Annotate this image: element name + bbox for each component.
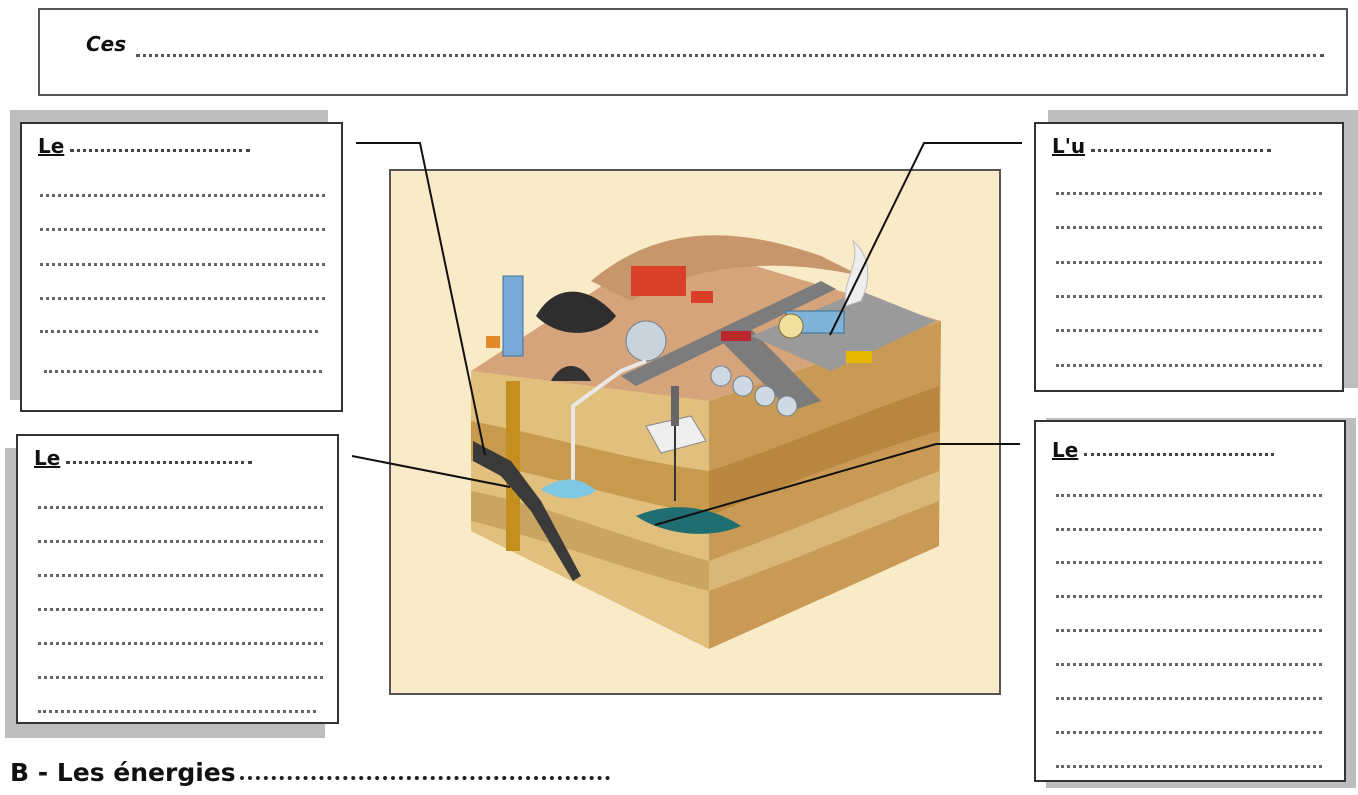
- storage-tank: [778, 313, 804, 339]
- leader-line-top-right: [829, 142, 1022, 336]
- answer-line[interactable]: [40, 194, 325, 197]
- refinery: [631, 266, 686, 296]
- derrick: [671, 386, 679, 426]
- card-heading: Le: [38, 134, 251, 158]
- heading-answer-line[interactable]: [66, 455, 253, 464]
- leader-line-top-left: [356, 142, 486, 456]
- card-bottom-left: Le: [16, 434, 339, 724]
- answer-line[interactable]: [38, 676, 323, 679]
- answer-line[interactable]: [38, 642, 323, 645]
- section-b-answer-line[interactable]: [239, 768, 610, 780]
- answer-line[interactable]: [40, 263, 325, 266]
- rock-layer: [709, 386, 939, 516]
- section-b-title: B - Les énergies: [10, 758, 236, 787]
- rock-layer: [709, 471, 939, 591]
- oil-reservoir: [636, 507, 741, 534]
- oil-tank: [754, 385, 776, 407]
- oil-tank: [776, 395, 798, 417]
- answer-line[interactable]: [1056, 295, 1322, 298]
- answer-line[interactable]: [1056, 192, 1322, 195]
- card-top-left: Le: [20, 122, 343, 412]
- answer-line[interactable]: [1056, 261, 1322, 264]
- card-heading: L'u: [1052, 134, 1272, 158]
- answer-line[interactable]: [1056, 494, 1322, 497]
- small-building: [486, 336, 500, 348]
- answer-line[interactable]: [1056, 595, 1322, 598]
- coal-pile: [536, 291, 616, 333]
- answer-line[interactable]: [1056, 697, 1322, 700]
- answer-line[interactable]: [1056, 765, 1322, 768]
- card-heading: Le: [1052, 438, 1275, 462]
- bulldozer: [846, 351, 872, 363]
- answer-line[interactable]: [1056, 629, 1322, 632]
- answer-line[interactable]: [38, 608, 323, 611]
- card-bottom-right: Le: [1034, 420, 1346, 782]
- answer-line[interactable]: [38, 574, 323, 577]
- train: [721, 331, 751, 341]
- answer-line[interactable]: [1056, 528, 1322, 531]
- answer-line[interactable]: [1056, 364, 1322, 367]
- heading-answer-line[interactable]: [1084, 447, 1275, 456]
- summary-answer-line[interactable]: [136, 36, 1324, 57]
- card-top-right: L'u: [1034, 122, 1344, 392]
- rock-layer: [471, 491, 709, 591]
- answer-line[interactable]: [38, 710, 316, 713]
- gas-reservoir: [541, 479, 596, 499]
- answer-line[interactable]: [38, 540, 323, 543]
- coal-seam: [473, 441, 581, 581]
- answer-line[interactable]: [40, 297, 325, 300]
- leader-line-bottom-right: [654, 443, 1020, 526]
- gas-pipe: [571, 359, 647, 486]
- summary-lead-word: Ces: [86, 32, 127, 56]
- oil-tank: [710, 365, 732, 387]
- leader-line-bottom-left: [351, 455, 511, 488]
- answer-line[interactable]: [1056, 663, 1322, 666]
- refinery-unit: [691, 291, 713, 303]
- answer-line[interactable]: [1056, 561, 1322, 564]
- heading-answer-line[interactable]: [70, 143, 251, 152]
- answer-line[interactable]: [44, 370, 322, 373]
- road: [721, 329, 821, 411]
- smoke-plume: [844, 239, 869, 307]
- answer-line[interactable]: [40, 330, 318, 333]
- oil-tank: [732, 375, 754, 397]
- answer-line[interactable]: [1056, 329, 1322, 332]
- rock-layer: [471, 421, 709, 516]
- block-diagram-illustration: [471, 235, 941, 649]
- answer-line[interactable]: [38, 506, 323, 509]
- heading-answer-line[interactable]: [1091, 143, 1272, 152]
- answer-line[interactable]: [1056, 731, 1322, 734]
- answer-line[interactable]: [40, 228, 325, 231]
- answer-line[interactable]: [1056, 226, 1322, 229]
- card-heading: Le: [34, 446, 253, 470]
- summary-box: Ces: [38, 8, 1348, 96]
- coal-pile: [551, 366, 591, 381]
- section-b-heading: B - Les énergies: [10, 758, 610, 787]
- office-tower: [502, 275, 524, 357]
- energy-block-diagram: [389, 169, 1001, 695]
